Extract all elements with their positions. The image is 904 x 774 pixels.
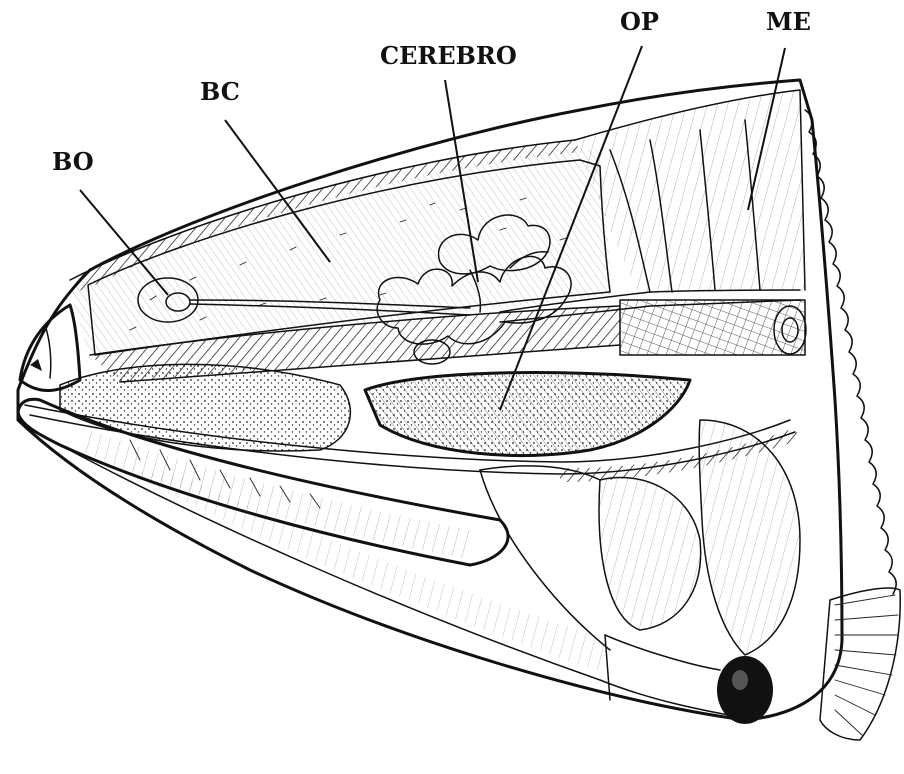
gill-arches: [599, 420, 800, 700]
heart: [717, 656, 773, 724]
pectoral-fin: [820, 588, 900, 740]
label-bc: BC: [200, 77, 240, 106]
pharyngeal-region: [365, 373, 690, 456]
label-bo: BO: [52, 147, 94, 176]
vertebral-column: [620, 300, 806, 355]
label-cerebro: CEREBRO: [380, 41, 517, 70]
label-op: OP: [620, 7, 659, 36]
label-me: ME: [766, 7, 811, 36]
